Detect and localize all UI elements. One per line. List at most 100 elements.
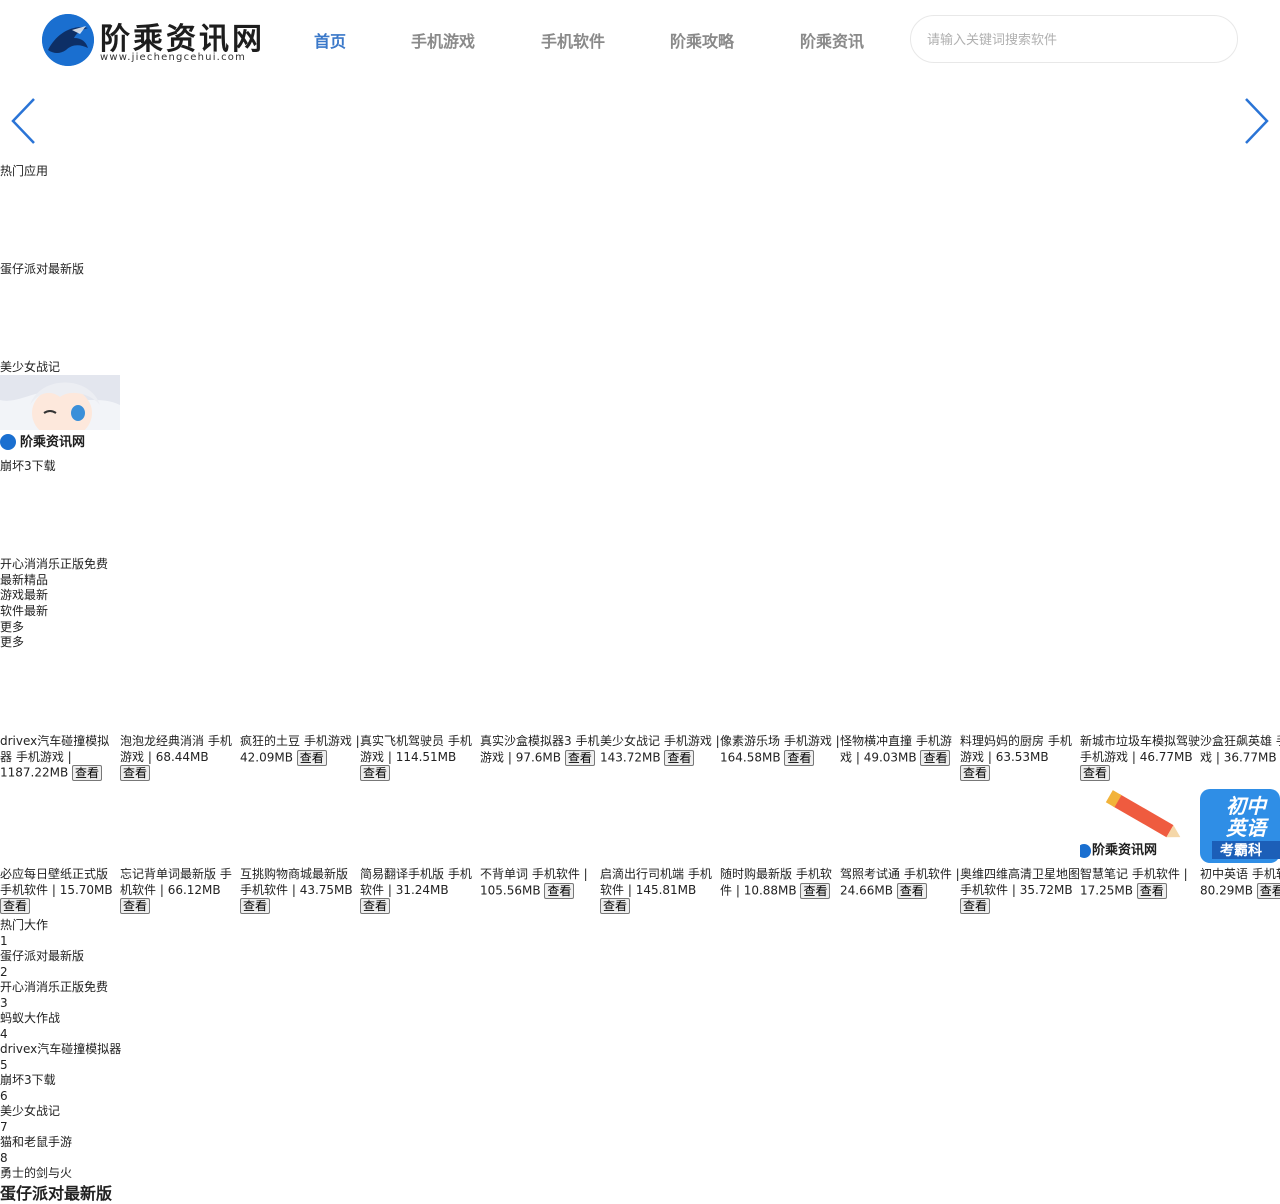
view-button[interactable]: 查看 xyxy=(960,898,991,914)
card-size: 114.51MB xyxy=(395,749,457,764)
view-button[interactable]: 查看 xyxy=(920,749,951,766)
card-title[interactable]: 奥维四维高清卫星地图 xyxy=(960,867,1081,881)
software-card[interactable]: 初中英语 手机软件 | 80.29MB 查看 xyxy=(1200,867,1280,899)
search-input[interactable] xyxy=(925,28,1229,52)
more-link[interactable]: 更多 xyxy=(0,635,25,649)
card-size: 42.09MB xyxy=(240,750,293,764)
hot-app-item[interactable]: 美少女战记 xyxy=(0,360,61,374)
tab-latest-software[interactable]: 软件最新 xyxy=(0,604,49,618)
card-category: 手机游戏 xyxy=(960,734,1072,764)
hot-game-name[interactable]: 蚂蚁大作战 xyxy=(0,1011,61,1025)
hot-game-name[interactable]: 崩坏3下载 xyxy=(0,1073,56,1087)
tab-latest-featured[interactable]: 最新精品 xyxy=(0,573,49,587)
nav-guides[interactable]: 阶乘攻略 xyxy=(670,32,735,51)
card-title[interactable]: 像素游乐场 xyxy=(720,734,781,748)
software-card[interactable]: 忘记背单词最新版 手机软件 | 66.12MB 查看 xyxy=(120,867,240,914)
software-card[interactable]: 互挑购物商城最新版 手机软件 | 43.75MB 查看 xyxy=(240,867,360,914)
view-button[interactable]: 查看 xyxy=(120,765,151,781)
card-title[interactable]: 互挑购物商城最新版 xyxy=(240,867,349,881)
card-title[interactable]: 怪物横冲直撞 xyxy=(840,734,913,748)
card-title[interactable]: 泡泡龙经典消消 xyxy=(120,734,205,748)
view-button[interactable]: 查看 xyxy=(600,898,631,914)
hot-app-item[interactable]: 崩坏3下载 xyxy=(0,459,56,473)
card-title[interactable]: 简易翻译手机版 xyxy=(360,867,445,881)
software-card[interactable]: 智慧笔记 手机软件 | 17.25MB 查看 xyxy=(1080,867,1200,899)
hot-app-item[interactable]: 蛋仔派对最新版 xyxy=(0,262,85,276)
app-thumbnail-anime-girl[interactable]: 阶乘资讯网 xyxy=(0,375,120,455)
nav-news[interactable]: 阶乘资讯 xyxy=(800,32,865,51)
view-button[interactable]: 查看 xyxy=(240,898,271,914)
software-card[interactable]: 驾照考试通 手机软件 | 24.66MB 查看 xyxy=(840,867,960,899)
card-title[interactable]: 随时购最新版 xyxy=(720,867,793,881)
view-button[interactable]: 查看 xyxy=(1256,882,1280,899)
card-separator: | xyxy=(1179,867,1188,881)
hot-game-name[interactable]: 蛋仔派对最新版 xyxy=(0,949,85,963)
tab-latest-games[interactable]: 游戏最新 xyxy=(0,588,49,602)
app-thumbnail-smart-notes[interactable]: 阶乘资讯网 xyxy=(1080,783,1200,863)
view-button[interactable]: 查看 xyxy=(784,749,815,766)
game-card[interactable]: 怪物横冲直撞 手机游戏 | 49.03MB 查看 xyxy=(840,734,960,766)
more-link[interactable]: 更多 xyxy=(0,620,25,634)
card-title[interactable]: 新城市垃圾车模拟驾驶 xyxy=(1080,734,1201,748)
view-button[interactable]: 查看 xyxy=(120,898,151,914)
card-title[interactable]: 智慧笔记 xyxy=(1080,867,1129,881)
game-card[interactable]: 真实沙盒模拟器3 手机游戏 | 97.6MB 查看 xyxy=(480,734,600,766)
view-button[interactable]: 查看 xyxy=(0,898,31,914)
software-card[interactable]: 启滴出行司机端 手机软件 | 145.81MB 查看 xyxy=(600,867,720,914)
site-logo[interactable]: 阶乘资讯网 www.jiechengcehui.com xyxy=(42,12,262,68)
software-card[interactable]: 奥维四维高清卫星地图 手机软件 | 35.72MB 查看 xyxy=(960,867,1080,914)
view-button[interactable]: 查看 xyxy=(960,765,991,781)
view-button[interactable]: 查看 xyxy=(72,765,103,781)
card-title[interactable]: drivex汽车碰撞模拟器 xyxy=(0,734,110,764)
card-separator: | xyxy=(384,882,396,897)
hot-app-item[interactable]: 开心消消乐正版免费 xyxy=(0,557,109,571)
hot-game-name[interactable]: 开心消消乐正版免费 xyxy=(0,980,109,994)
view-button[interactable]: 查看 xyxy=(296,749,327,766)
software-card[interactable]: 不背单词 手机软件 | 105.56MB 查看 xyxy=(480,867,600,899)
card-title[interactable]: 真实沙盒模拟器3 xyxy=(480,734,572,748)
game-card[interactable]: drivex汽车碰撞模拟器 手机游戏 | 1187.22MB 查看 xyxy=(0,734,120,781)
view-button[interactable]: 查看 xyxy=(564,749,595,766)
card-title[interactable]: 真实飞机驾驶员 xyxy=(360,734,445,748)
view-button[interactable]: 查看 xyxy=(896,882,927,899)
card-title[interactable]: 必应每日壁纸正式版 xyxy=(0,867,109,881)
card-title[interactable]: 启滴出行司机端 xyxy=(600,867,685,881)
carousel-prev-arrow-icon[interactable] xyxy=(9,96,39,146)
game-card[interactable]: 泡泡龙经典消消 手机游戏 | 68.44MB 查看 xyxy=(120,734,240,781)
hot-game-name[interactable]: 美少女战记 xyxy=(0,1104,61,1118)
card-category: 手机软件 xyxy=(240,882,289,897)
hot-game-name[interactable]: 勇士的剑与火 xyxy=(0,1166,73,1180)
view-button[interactable]: 查看 xyxy=(800,882,831,899)
view-button[interactable]: 查看 xyxy=(1080,765,1111,781)
view-button[interactable]: 查看 xyxy=(664,749,695,766)
card-title[interactable]: 美少女战记 xyxy=(600,734,661,748)
game-card[interactable]: 料理妈妈的厨房 手机游戏 | 63.53MB 查看 xyxy=(960,734,1080,781)
card-title[interactable]: 疯狂的土豆 xyxy=(240,734,301,748)
app-thumbnail-junior-english[interactable]: 初中 英语 考霸科 xyxy=(1200,783,1280,863)
card-title[interactable]: 不背单词 xyxy=(480,867,529,881)
game-card[interactable]: 疯狂的土豆 手机游戏 | 42.09MB 查看 xyxy=(240,734,360,766)
card-title[interactable]: 驾照考试通 xyxy=(840,867,901,881)
card-title[interactable]: 料理妈妈的厨房 xyxy=(960,734,1045,748)
hot-game-name[interactable]: 猫和老鼠手游 xyxy=(0,1135,73,1149)
card-title[interactable]: 初中英语 xyxy=(1200,867,1249,881)
game-card[interactable]: 真实飞机驾驶员 手机游戏 | 114.51MB 查看 xyxy=(360,734,480,781)
card-title[interactable]: 沙盒狂飙英雄 xyxy=(1200,734,1273,748)
carousel-next-arrow-icon[interactable] xyxy=(1241,96,1271,146)
game-card[interactable]: 沙盒狂飙英雄 手机游戏 | 36.77MB 查看 xyxy=(1200,734,1280,766)
card-title[interactable]: 忘记背单词最新版 xyxy=(120,867,217,881)
software-card[interactable]: 随时购最新版 手机软件 | 10.88MB 查看 xyxy=(720,867,840,899)
game-card[interactable]: 美少女战记 手机游戏 | 143.72MB 查看 xyxy=(600,734,720,766)
game-card[interactable]: 新城市垃圾车模拟驾驶 手机游戏 | 46.77MB 查看 xyxy=(1080,734,1200,781)
view-button[interactable]: 查看 xyxy=(360,898,391,914)
view-button[interactable]: 查看 xyxy=(1136,882,1167,899)
software-card[interactable]: 简易翻译手机版 手机软件 | 31.24MB 查看 xyxy=(360,867,480,914)
nav-mobile-software[interactable]: 手机软件 xyxy=(541,32,606,51)
nav-mobile-games[interactable]: 手机游戏 xyxy=(411,32,476,51)
view-button[interactable]: 查看 xyxy=(360,765,391,781)
game-card[interactable]: 像素游乐场 手机游戏 | 164.58MB 查看 xyxy=(720,734,840,766)
nav-home[interactable]: 首页 xyxy=(314,32,347,51)
hot-game-name[interactable]: drivex汽车碰撞模拟器 xyxy=(0,1042,122,1056)
view-button[interactable]: 查看 xyxy=(544,882,575,899)
software-card[interactable]: 必应每日壁纸正式版 手机软件 | 15.70MB 查看 xyxy=(0,867,120,914)
